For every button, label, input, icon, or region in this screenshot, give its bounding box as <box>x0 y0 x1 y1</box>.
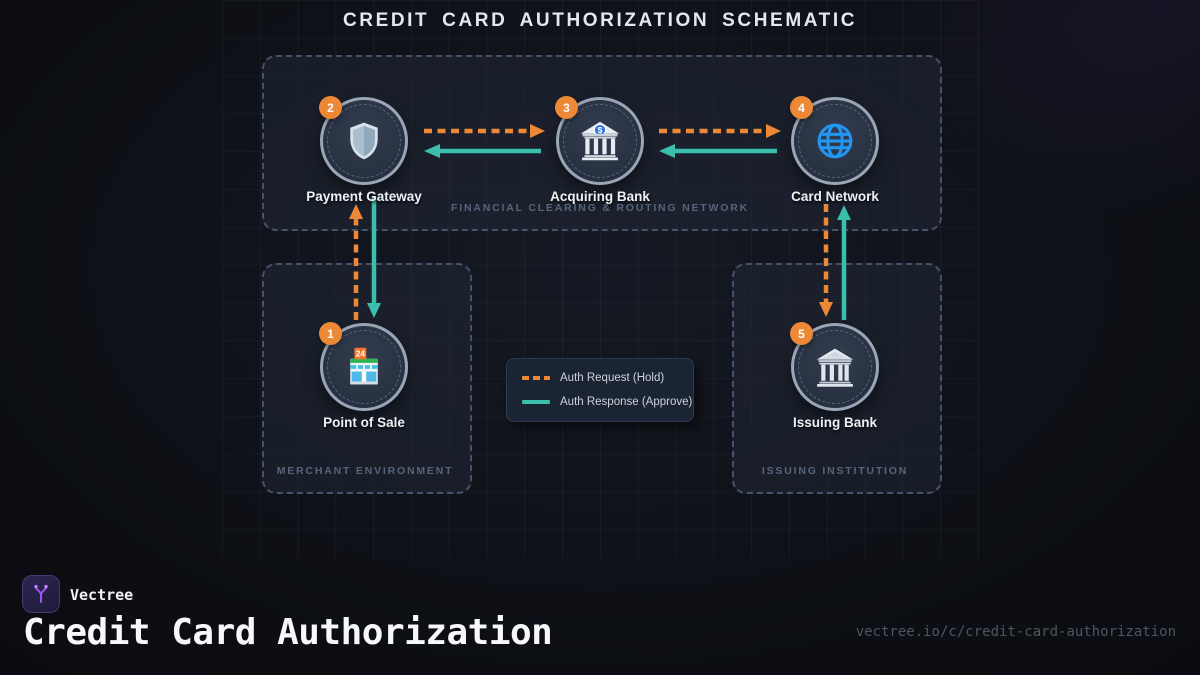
dashed-line-swatch <box>522 376 550 381</box>
node-point-of-sale: 24 1 <box>319 322 408 411</box>
brand-name: Vectree <box>70 586 134 604</box>
node-inner-ring <box>327 330 401 404</box>
caption-issuing-institution: ISSUING INSTITUTION <box>761 465 909 477</box>
solid-line-swatch <box>522 399 550 404</box>
legend-label-auth-response: Auth Response (Approve) <box>560 395 693 408</box>
step-badge: 3 <box>555 96 578 119</box>
step-badge: 2 <box>319 96 342 119</box>
step-badge: 4 <box>790 96 813 119</box>
label-point-of-sale: Point of Sale <box>323 415 405 430</box>
legend-item-auth-response: Auth Response (Approve) <box>507 396 693 408</box>
node-inner-ring <box>798 330 872 404</box>
caption-merchant-environment: MERCHANT ENVIRONMENT <box>276 465 454 477</box>
node-issuing-bank: 5 <box>790 322 879 411</box>
vectree-logo <box>22 575 60 613</box>
arrow-auth-request-acquirer-to-network <box>659 124 781 138</box>
caption-clearing-network: FINANCIAL CLEARING & ROUTING NETWORK <box>451 202 749 214</box>
legend-item-auth-request: Auth Request (Hold) <box>507 372 693 384</box>
legend-label-auth-request: Auth Request (Hold) <box>560 372 665 385</box>
legend: Auth Request (Hold) Auth Response (Appro… <box>506 358 694 422</box>
node-circle: 24 <box>320 323 408 411</box>
arrow-auth-request-pos-to-gateway <box>349 204 363 320</box>
step-badge: 5 <box>790 322 813 345</box>
label-issuing-bank: Issuing Bank <box>792 415 878 430</box>
flow-arrows <box>349 124 851 320</box>
label-card-network: Card Network <box>791 189 879 204</box>
footer-url: vectree.io/c/credit-card-authorization <box>855 624 1176 640</box>
footer-title: Credit Card Authorization <box>23 612 553 653</box>
arrow-auth-response-issuer-to-network <box>837 205 851 320</box>
arrow-auth-request-gateway-to-acquirer <box>424 124 545 138</box>
diagram-title: CREDIT CARD AUTHORIZATION SCHEMATIC <box>342 10 858 31</box>
node-payment-gateway: 2 <box>319 96 408 185</box>
node-circle: $ <box>556 97 644 185</box>
node-circle <box>791 97 879 185</box>
label-acquiring-bank: Acquiring Bank <box>550 189 650 204</box>
step-badge: 1 <box>319 322 342 345</box>
node-card-network: 4 <box>790 96 879 185</box>
node-inner-ring <box>798 104 872 178</box>
arrow-auth-response-gateway-to-pos <box>367 197 381 318</box>
node-acquiring-bank: $ 3 <box>555 96 644 185</box>
vectree-branch-icon <box>34 584 48 603</box>
merchant-environment-container <box>262 263 472 494</box>
arrow-auth-response-acquirer-to-gateway <box>424 144 541 158</box>
node-inner-ring <box>327 104 401 178</box>
label-payment-gateway: Payment Gateway <box>306 189 422 204</box>
arrow-auth-response-network-to-acquirer <box>659 144 777 158</box>
node-inner-ring <box>563 104 637 178</box>
arrow-auth-request-network-to-issuer <box>819 204 833 317</box>
